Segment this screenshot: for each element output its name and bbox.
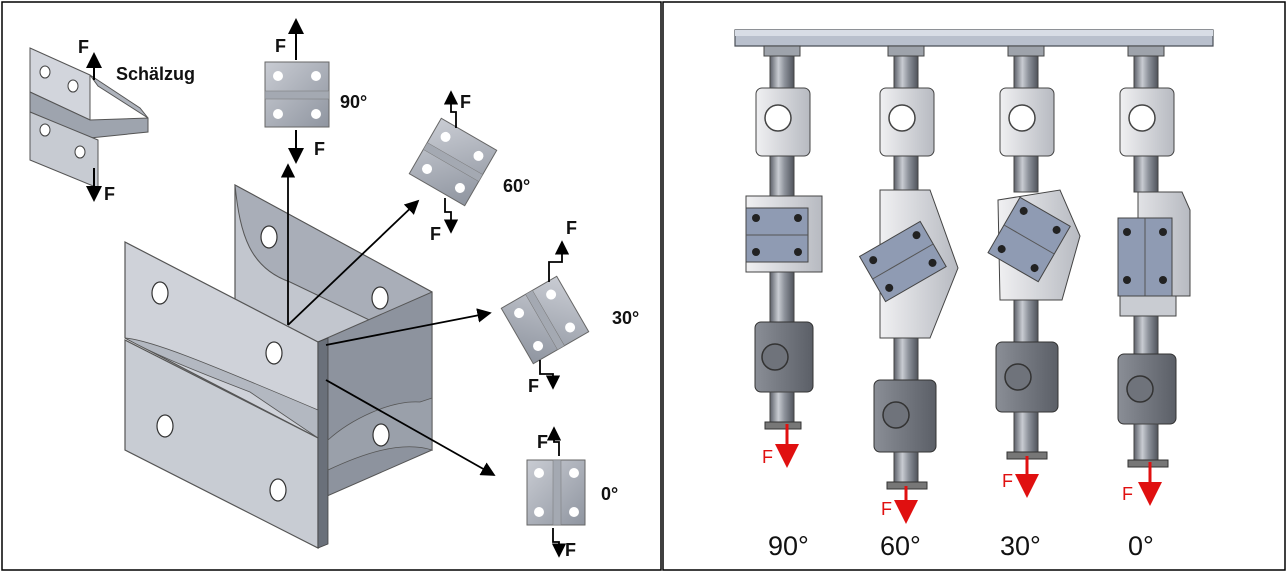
fixture-30-angle-label: 30° (1000, 531, 1041, 561)
fixture-90-force: F (762, 447, 773, 467)
fixture-60 (858, 45, 959, 524)
tile-90-angle: 90° (340, 92, 367, 112)
left-panel: F F Schälzug F F 90° F F 60° (29, 18, 639, 560)
fixture-0-force: F (1122, 484, 1133, 504)
fixture-0 (1117, 45, 1191, 506)
right-panel: F F (734, 29, 1214, 561)
tile-0-force-bottom: F (565, 540, 576, 560)
tile-30-angle: 30° (612, 308, 639, 328)
tile-60-force-bottom: F (430, 224, 441, 244)
fixture-60-force: F (881, 499, 892, 519)
tile-30 (500, 275, 590, 365)
fixture-30-force: F (1002, 471, 1013, 491)
tile-30-force-top: F (566, 218, 577, 238)
peel-force-top-label: F (78, 37, 89, 57)
hat-profile-specimen (124, 183, 433, 549)
tile-90 (264, 18, 330, 164)
tile-30-force-bottom: F (528, 376, 539, 396)
peel-label: Schälzug (116, 64, 195, 84)
tile-0-force-top: F (537, 432, 548, 452)
fixture-90 (745, 45, 823, 468)
fixture-30 (987, 45, 1081, 498)
fixture-90-angle-label: 90° (768, 531, 809, 561)
tile-90-force-bottom: F (314, 139, 325, 159)
fixture-60-angle-label: 60° (880, 531, 921, 561)
tile-0 (526, 426, 586, 558)
tile-60-force-top: F (460, 92, 471, 112)
tile-60 (408, 117, 498, 207)
peel-force-bottom-label: F (104, 184, 115, 204)
right-panel-frame (662, 1, 1286, 571)
tile-90-force-top: F (275, 36, 286, 56)
peel-specimen (29, 47, 149, 202)
load-direction-arrows (280, 163, 496, 476)
tile-60-angle: 60° (503, 176, 530, 196)
tile-0-angle: 0° (601, 484, 618, 504)
fixture-0-angle-label: 0° (1128, 531, 1154, 561)
